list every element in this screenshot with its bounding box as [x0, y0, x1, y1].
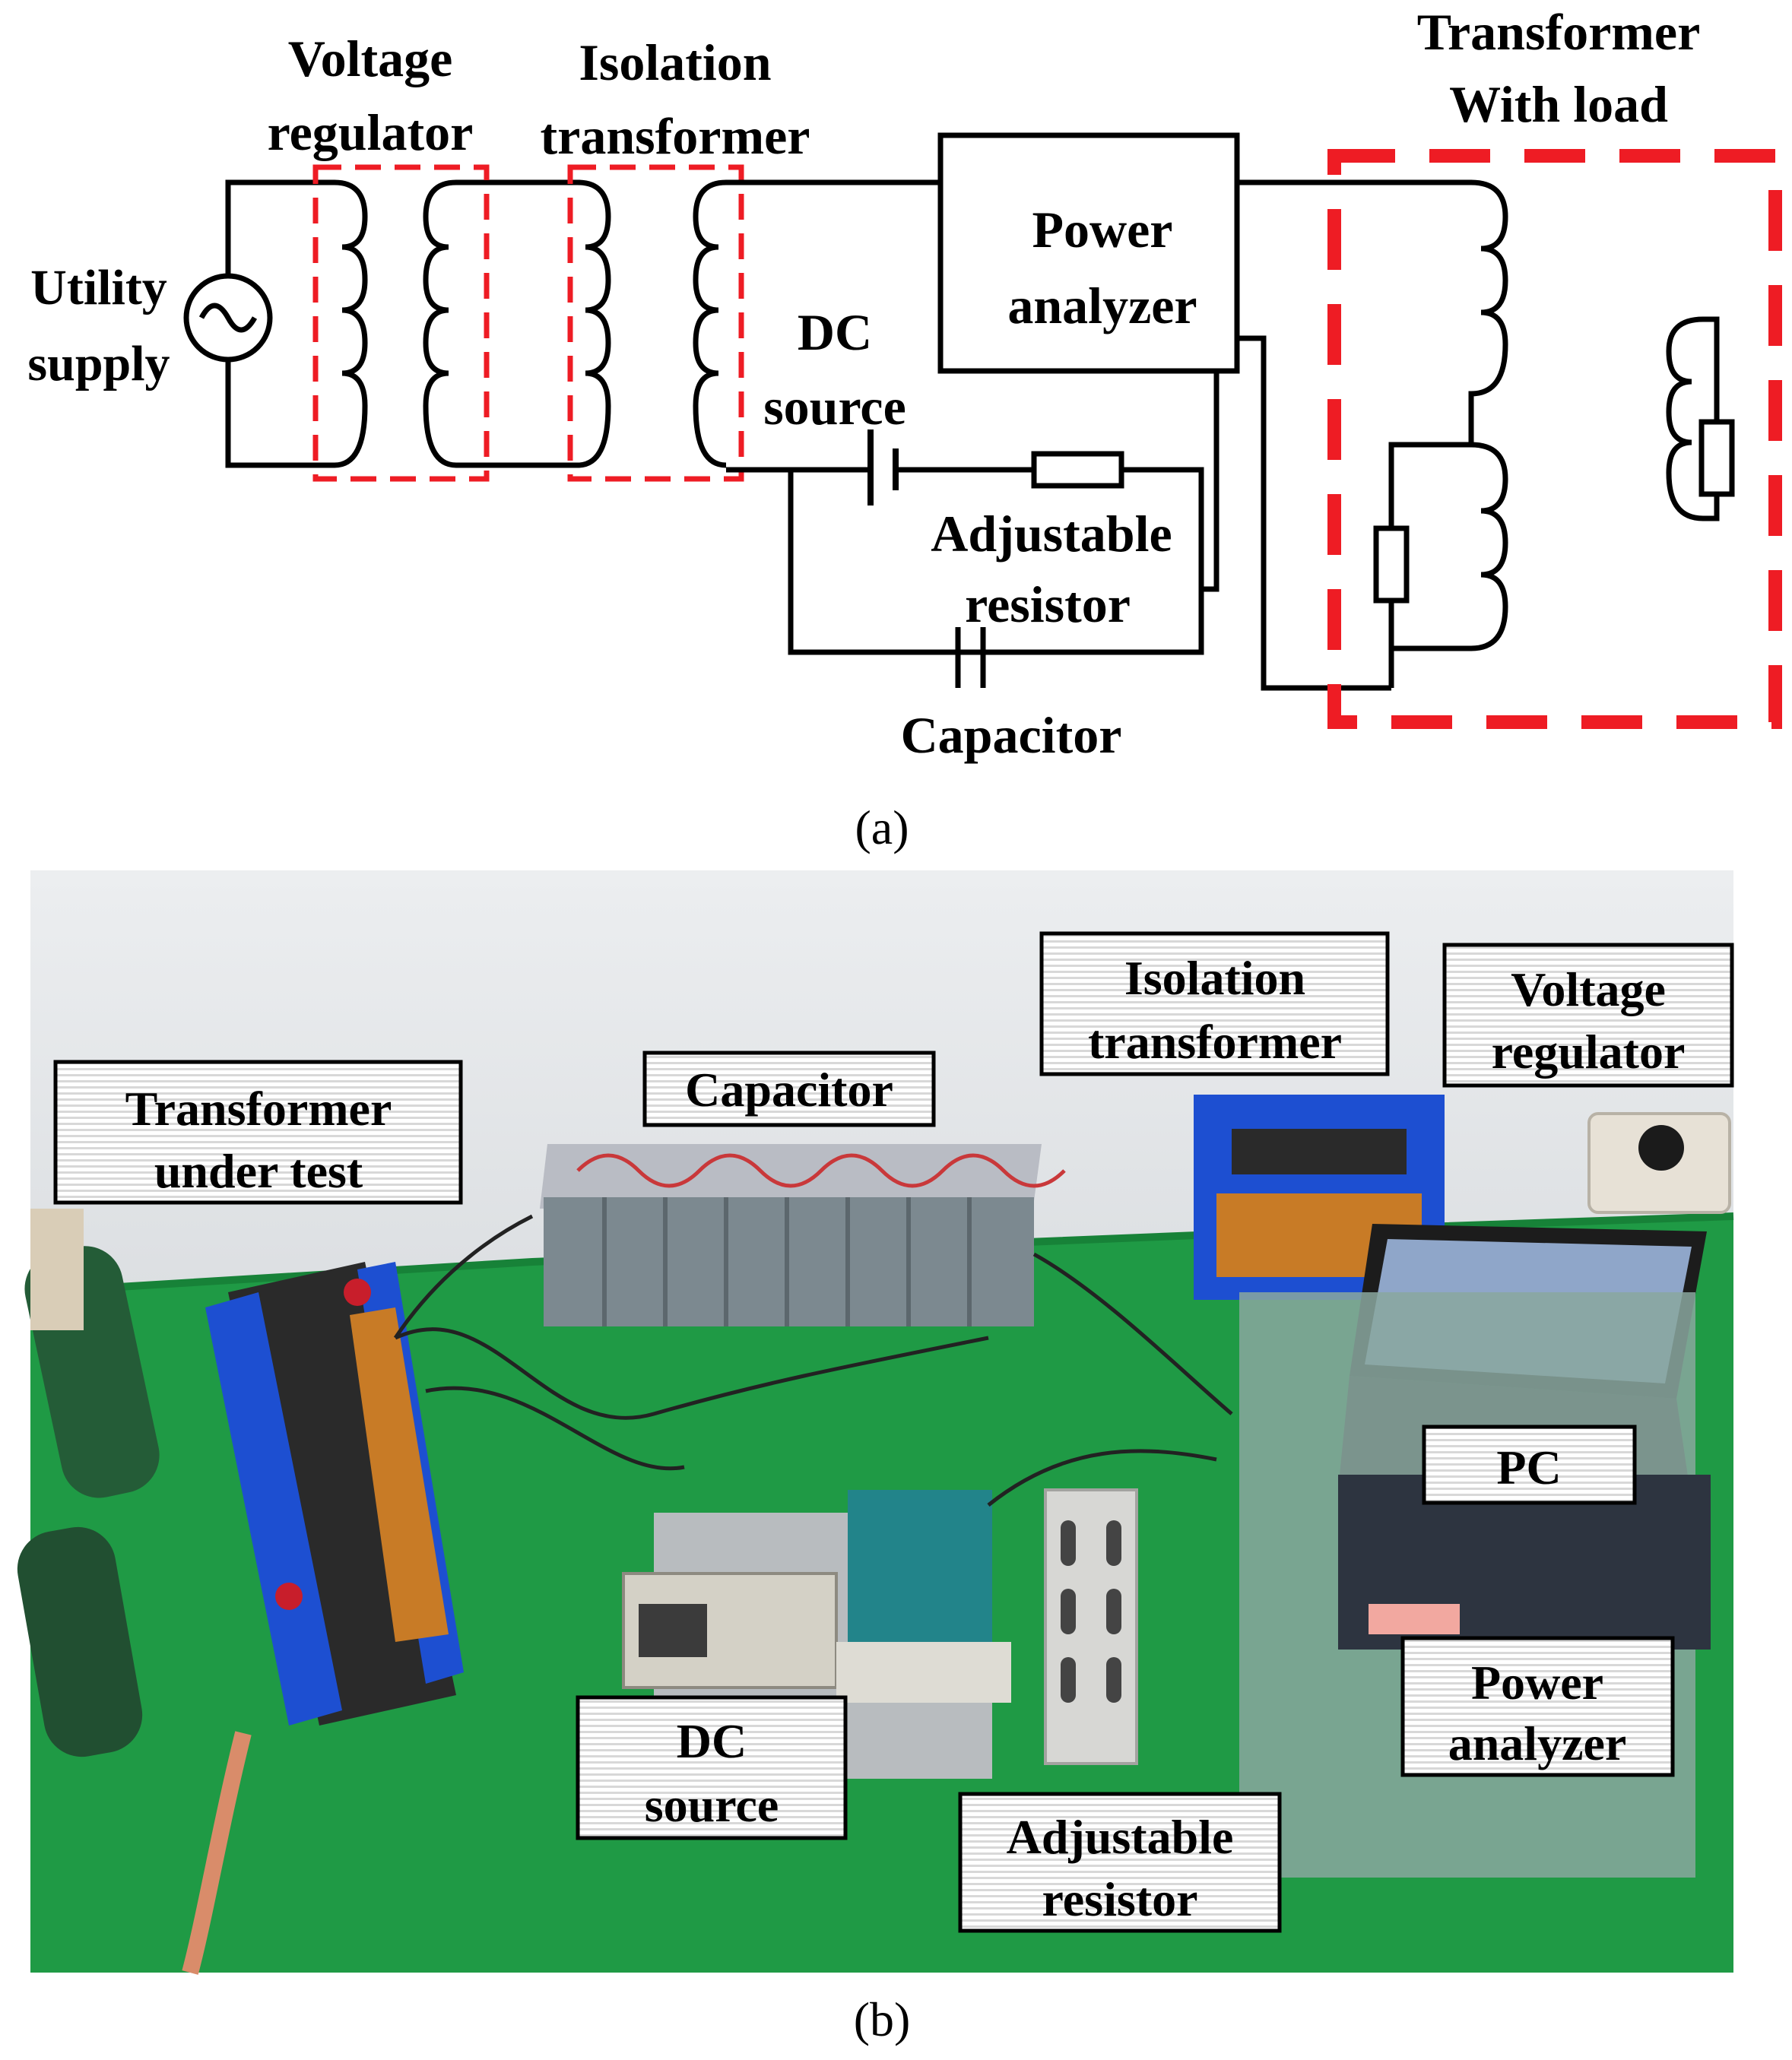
label-dc-source-photo-1: DC [677, 1714, 747, 1768]
load-transformer-secondary-coil [1666, 316, 1720, 521]
isolation-transformer-core [1232, 1129, 1407, 1174]
label-transformer-under-test-1: Transformer [125, 1082, 392, 1136]
box-power-analyzer [1400, 1636, 1675, 1777]
label-power-analyzer-1: Power [1032, 201, 1172, 258]
oscilloscope-screen [639, 1604, 707, 1657]
label-adjustable-resistor-photo-1: Adjustable [1007, 1810, 1234, 1864]
label-power-analyzer-2: analyzer [1007, 277, 1197, 334]
copper-strap [182, 1731, 252, 1975]
label-transformer-under-test-2: under test [154, 1144, 363, 1198]
label-isolation-transformer-photo-1: Isolation [1124, 951, 1305, 1005]
cylinder-resistor-2 [17, 1526, 143, 1757]
load-transformer-primary-coil-upper [1468, 179, 1508, 445]
terminal-red-2 [275, 1583, 303, 1610]
adjustable-resistor-device [1044, 1488, 1138, 1765]
isolation-primary-coil [577, 179, 611, 468]
label-pc: PC [1496, 1440, 1561, 1494]
label-adjustable-resistor-1: Adjustable [931, 505, 1172, 563]
label-transformer-with-load-1: Transformer [1417, 3, 1701, 61]
box-transformer-under-test [53, 1060, 463, 1205]
box-adjustable-resistor [958, 1792, 1282, 1933]
box-voltage-regulator [1442, 943, 1734, 1088]
box-capacitor [642, 1051, 936, 1127]
label-transformer-with-load-2: With load [1449, 75, 1668, 133]
resistor-vent-slots [1061, 1520, 1121, 1703]
cables [393, 1214, 1233, 1507]
label-isolation-transformer-1: Isolation [579, 33, 771, 91]
stand-post [30, 1209, 84, 1330]
dc-branch-wire [726, 467, 1204, 655]
power-analyzer-box [937, 132, 1240, 374]
label-voltage-regulator-photo-2: regulator [1492, 1025, 1686, 1079]
isolation-secondary-coil [693, 179, 727, 468]
adjustable-resistor-symbol [1031, 451, 1124, 489]
label-voltage-regulator-1: Voltage [288, 30, 453, 87]
shunt-resistor-symbol [1373, 525, 1410, 604]
label-adjustable-resistor-photo-2: resistor [1042, 1872, 1198, 1926]
label-utility-supply-2: supply [27, 336, 170, 391]
transformer-with-load-outline [1327, 149, 1782, 729]
source-loop-wire [225, 179, 335, 468]
transformer-under-test-frame-left [205, 1292, 342, 1726]
regulator-secondary-coil [423, 179, 578, 468]
label-dc-source-1: DC [798, 303, 872, 361]
label-power-analyzer-photo-2: analyzer [1448, 1716, 1627, 1770]
capacitor-wiring [576, 1153, 1066, 1188]
power-analyzer-display [1369, 1604, 1460, 1634]
label-capacitor: Capacitor [901, 706, 1122, 764]
ac-sine-icon [198, 303, 258, 333]
caption-b: (b) [854, 1992, 911, 2046]
terminal-red-1 [344, 1279, 371, 1306]
analyzer-sense-wire [1201, 371, 1220, 592]
label-utility-supply-1: Utility [30, 260, 167, 315]
label-dc-source-2: source [763, 378, 906, 436]
panel-a-circuit: Voltage regulator Isolation transformer … [27, 3, 1782, 854]
label-voltage-regulator-2: regulator [268, 103, 474, 161]
load-transformer-primary-coil-lower [1391, 442, 1508, 651]
label-adjustable-resistor-2: resistor [965, 575, 1131, 633]
label-power-analyzer-photo-1: Power [1471, 1656, 1603, 1710]
box-pc [1422, 1425, 1637, 1505]
transformer-under-test-coil [350, 1307, 449, 1642]
regulator-primary-coil [334, 179, 368, 468]
caption-a: (a) [855, 800, 909, 854]
regulator-knob [1638, 1125, 1684, 1171]
panel-b-photo: Transformer under test Capacitor Isolati… [17, 870, 1734, 1975]
label-isolation-transformer-photo-2: transformer [1088, 1015, 1342, 1069]
box-isolation-transformer [1039, 931, 1390, 1076]
label-isolation-transformer-2: transformer [541, 107, 810, 165]
dc-power-supply-panel [836, 1642, 1011, 1703]
label-capacitor-photo: Capacitor [685, 1063, 893, 1117]
load-resistor-symbol [1698, 419, 1735, 497]
analyzer-output-wire-bottom [1237, 335, 1391, 691]
capacitor-cells [602, 1197, 972, 1326]
shunt-resistor-wire [1388, 442, 1471, 688]
box-dc-source [576, 1695, 848, 1840]
voltage-regulator-outline [312, 164, 490, 482]
capacitor-bank-top [540, 1144, 1042, 1209]
isolation-transformer-outline [567, 164, 744, 482]
label-voltage-regulator-photo-1: Voltage [1511, 962, 1666, 1016]
label-dc-source-photo-2: source [645, 1778, 779, 1832]
